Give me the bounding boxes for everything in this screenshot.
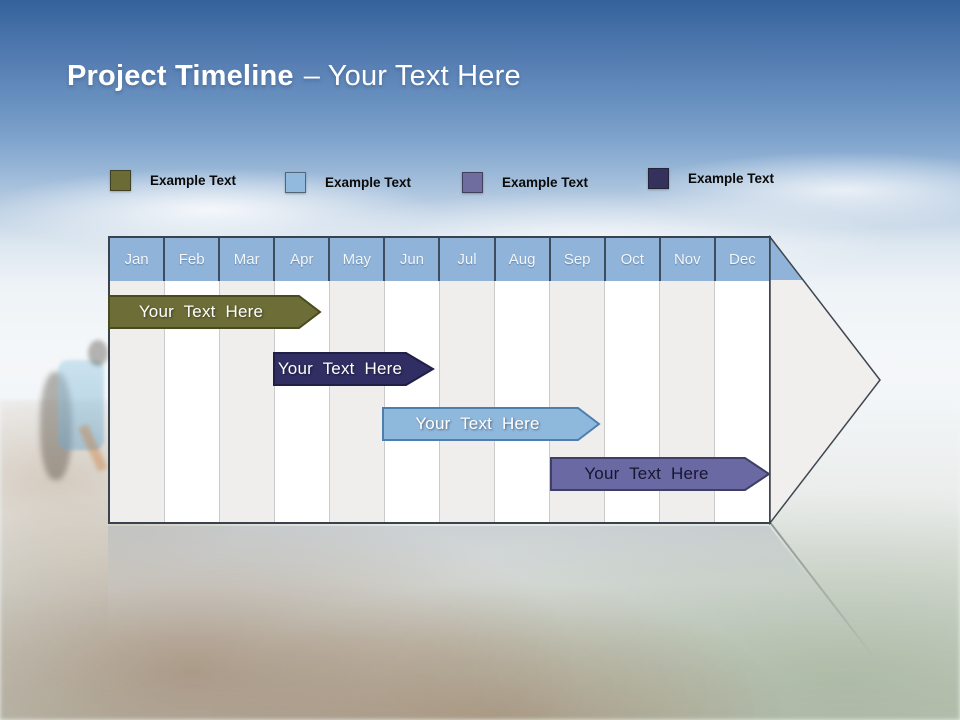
legend-swatch-olive — [110, 169, 131, 191]
arrow-head-body — [770, 237, 880, 523]
month-cell-nov: Nov — [661, 238, 716, 281]
legend-swatch-lightblue — [285, 171, 306, 193]
month-cell-jul: Jul — [440, 238, 496, 281]
legend-label: Example Text — [150, 172, 237, 188]
month-cell-jun: Jun — [385, 238, 441, 281]
legend-item-2: Example Text — [285, 171, 411, 193]
column-aug — [495, 281, 550, 522]
timeline-arrow-head — [769, 235, 881, 525]
column-may — [330, 281, 385, 522]
month-cell-apr: Apr — [275, 238, 331, 281]
background-hiker-backpack — [58, 360, 104, 450]
month-cell-mar: Mar — [220, 238, 276, 281]
column-jul — [440, 281, 495, 522]
task-bar-3: Your Text Here — [382, 407, 601, 441]
slide-title: Project Timeline – Your Text Here — [67, 60, 521, 93]
table-reflection — [108, 526, 857, 641]
arrow-head-outline — [769, 235, 881, 525]
task-bar-4-shape — [550, 457, 771, 491]
month-cell-feb: Feb — [165, 238, 221, 281]
legend-swatch-navy — [648, 167, 669, 189]
task-bar-3-label: Your Text Here — [415, 414, 540, 433]
task-bar-1-label: Your Text Here — [138, 302, 264, 321]
month-cell-jan: Jan — [110, 238, 166, 281]
legend-label: Example Text — [502, 174, 589, 190]
task-bar-1: Your Text Here — [108, 295, 322, 329]
month-cell-oct: Oct — [606, 238, 661, 281]
background-hiker-head — [88, 340, 108, 366]
task-bar-2-label: Your Text Here — [277, 359, 403, 378]
legend-label: Example Text — [325, 174, 412, 190]
task-bar-2-shape — [273, 352, 435, 386]
task-bar-4: Your Text Here — [550, 457, 771, 491]
legend-swatch-purple — [462, 171, 483, 193]
month-cell-dec: Dec — [729, 251, 756, 268]
slide-title-placeholder: – Your Text Here — [303, 60, 521, 92]
month-header-row: Jan Feb Mar Apr May Jun Jul Aug Sep Oct … — [110, 238, 769, 281]
column-jun — [385, 281, 440, 522]
slide-title-main: Project Timeline — [67, 60, 294, 92]
legend-item-1: Example Text — [110, 169, 236, 191]
task-bar-2: Your Text Here — [273, 352, 435, 386]
month-cell-may: May — [330, 238, 386, 281]
legend-item-3: Example Text — [462, 171, 588, 193]
task-bar-3-shape — [382, 407, 601, 441]
legend-item-4: Example Text — [648, 167, 774, 189]
month-cell-sep: Sep — [551, 238, 606, 281]
task-bar-1-shape — [108, 295, 322, 329]
month-cell-aug: Aug — [496, 238, 551, 281]
legend-label: Example Text — [688, 170, 775, 186]
task-bar-4-label: Your Text Here — [584, 464, 709, 483]
